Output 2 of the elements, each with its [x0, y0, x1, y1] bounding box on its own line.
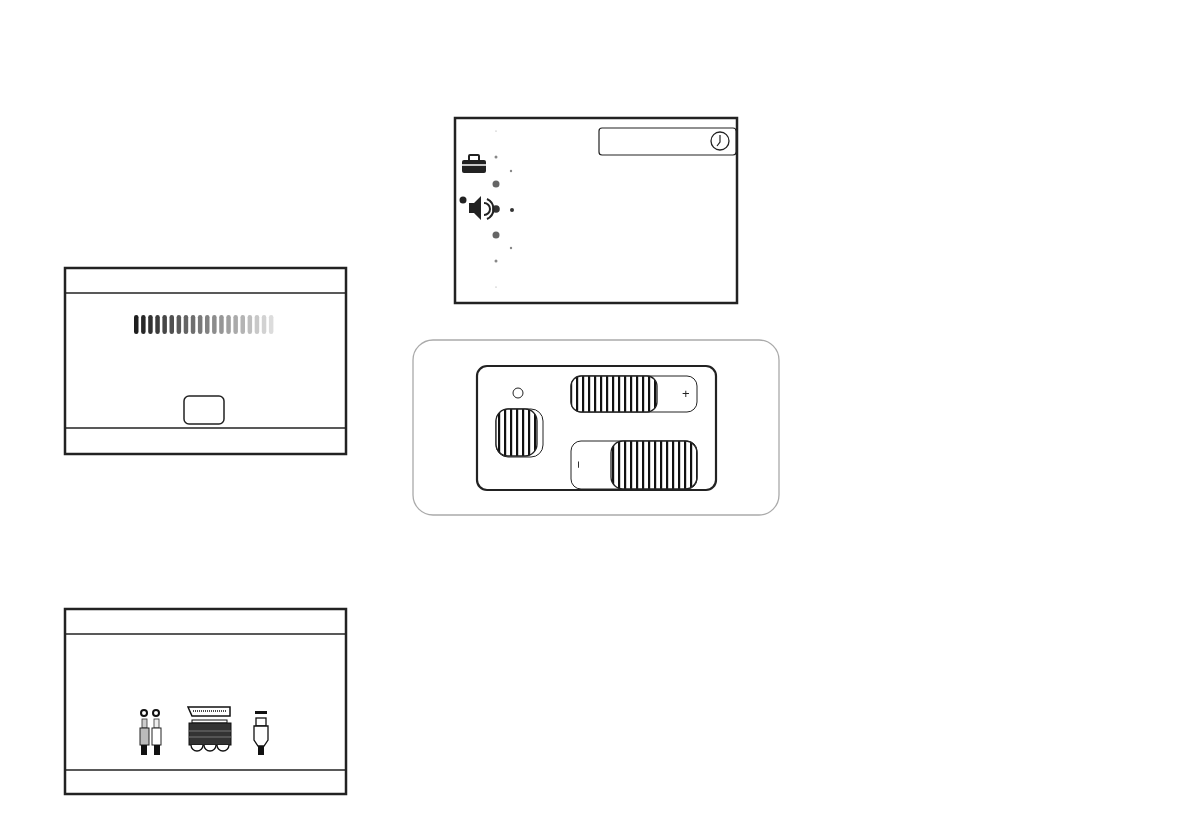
plus-sign: +: [682, 387, 690, 400]
minus-sign: −: [572, 460, 586, 469]
